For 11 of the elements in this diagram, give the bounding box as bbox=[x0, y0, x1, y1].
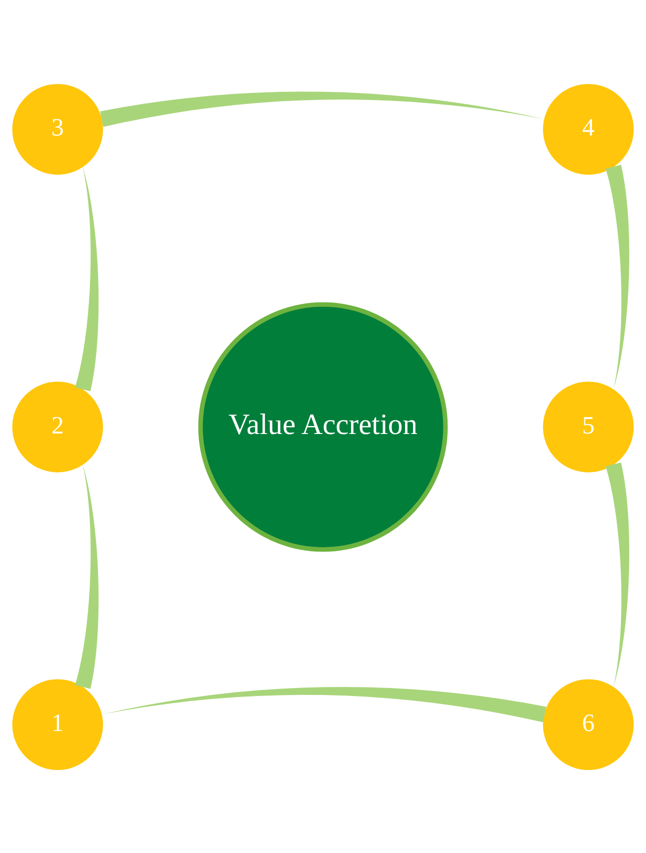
node-circle: 1 bbox=[12, 678, 103, 770]
node-circle: 4 bbox=[543, 83, 634, 174]
node-circle: 2 bbox=[12, 381, 103, 472]
node-circle: 6 bbox=[543, 678, 634, 770]
connector bbox=[75, 166, 99, 391]
connector bbox=[606, 164, 630, 389]
connector bbox=[606, 462, 630, 687]
node-circle: 3 bbox=[12, 83, 103, 174]
node-circle: Value Accretion bbox=[198, 302, 448, 552]
node-circle: 5 bbox=[543, 381, 634, 472]
connector bbox=[75, 464, 99, 688]
